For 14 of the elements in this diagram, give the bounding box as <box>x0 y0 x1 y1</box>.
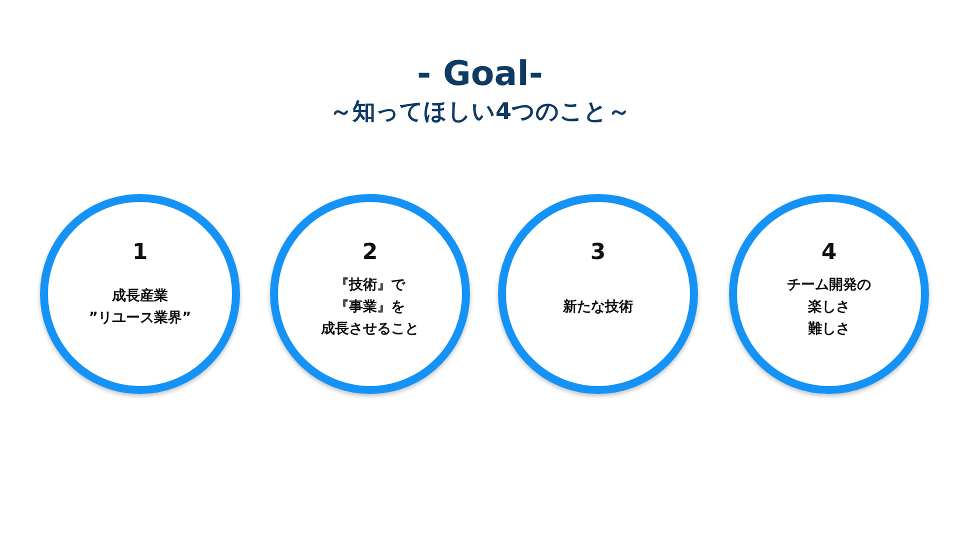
step-number: 1 <box>131 240 149 265</box>
node-text: 新たな技術 <box>563 298 633 317</box>
circle-node <box>40 194 240 394</box>
step-number: 3 <box>589 240 607 265</box>
circle-node <box>270 194 470 394</box>
node-text: チーム開発の楽しさ難しさ <box>787 276 871 339</box>
subtitle: ～知ってほしい4つのこと～ <box>328 98 632 127</box>
circle-node <box>498 194 698 394</box>
step-number: 2 <box>361 240 379 265</box>
title: - Goal- <box>416 53 544 96</box>
step-number: 4 <box>820 240 838 265</box>
node-text: 成長産業”リユース業界” <box>88 286 192 328</box>
circle-node <box>729 194 929 394</box>
node-text: 『技術』で『事業』を成長させること <box>321 276 419 339</box>
